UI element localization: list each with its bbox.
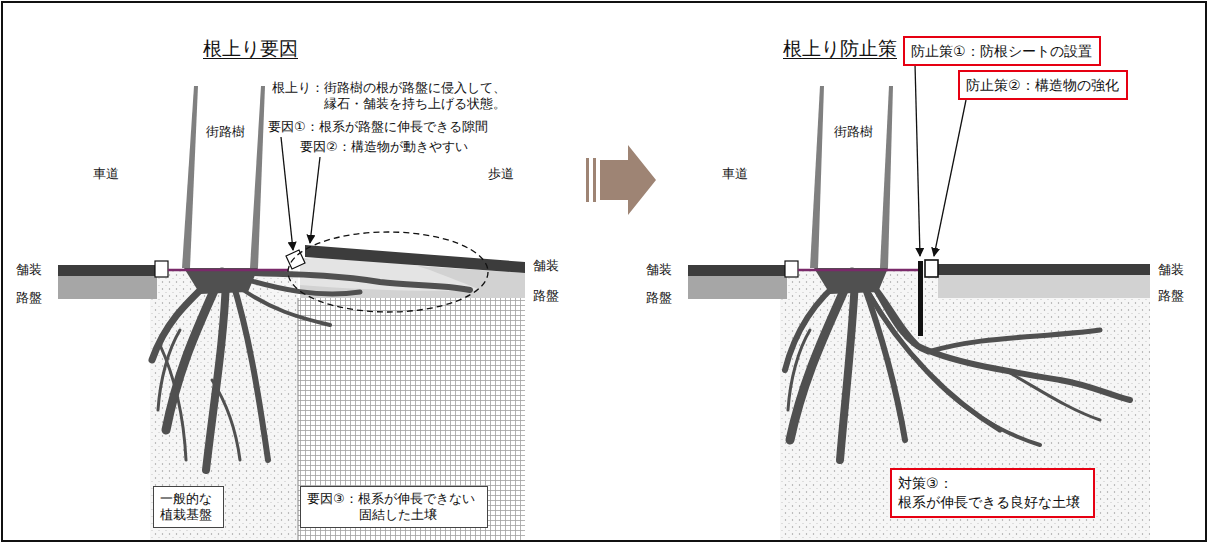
layer-label: 路盤 [646,290,672,306]
ground-surface [168,269,288,272]
arrow-stripe [593,158,596,202]
tree-label: 街路樹 [206,124,245,140]
tree-trunk [880,86,893,268]
planting-soil [150,270,298,540]
dashed-outline [288,232,488,312]
measure-box: 対策③： 根系が伸長できる良好な土壌 [890,468,1095,518]
roadbed [58,276,157,299]
pavement [938,264,1150,275]
curb [785,261,798,277]
tree-trunk [810,86,824,268]
root [868,292,1000,430]
lifted-pavement [305,245,525,273]
soil-boundary [298,298,299,540]
leader-arrow [934,100,966,256]
root-barrier-sheet [918,261,923,336]
transition-arrow [586,145,656,215]
root [788,330,810,410]
pavement [58,265,157,276]
root [866,288,1040,445]
root [160,345,186,460]
box-text: 防止策②：構造物の強化 [966,76,1119,94]
roots [152,272,470,470]
compacted-soil [298,298,525,540]
root-base [814,268,888,294]
reinforced-curb [925,260,938,277]
curb [155,261,168,277]
layer-label: 舗装 [16,262,42,278]
road-label: 車道 [722,166,748,182]
arrow-body [600,145,656,215]
roadbed [688,276,787,299]
root [206,280,226,470]
sidewalk-label: 歩道 [488,166,514,182]
layer-label: 路盤 [533,288,559,304]
root [236,285,330,325]
box-text: 防止策①：防根シートの設置 [911,42,1092,60]
root [876,290,1100,352]
roots [785,272,1130,460]
road-label: 車道 [93,166,119,182]
arrow-stripe [586,158,589,202]
box-text: 対策③： 根系が伸長できる良好な土壌 [898,474,1086,512]
cause-label: 要因②：構造物が動きやすい [300,139,468,155]
tree-trunk [250,86,265,268]
roadbed [938,275,1150,298]
root [238,277,360,294]
box-text: 要因③：根系が伸長できない 固結した土壌 [307,491,480,523]
layer-label: 舗装 [646,262,672,278]
measure-box: 防止策①：防根シートの設置 [903,36,1101,66]
box-text: 一般的な 植栽基盤 [160,491,216,523]
panel-title: 根上り要因 [203,36,298,60]
good-soil [780,270,1150,540]
root [1010,373,1100,420]
layer-label: 路盤 [16,290,42,306]
measure-box: 防止策②：構造物の強化 [958,70,1128,100]
root [232,280,268,460]
cause-box: 要因③：根系が伸長できない 固結した土壌 [300,486,488,528]
ground-surface [798,269,918,272]
cause-label: 要因①：根系が路盤に伸長できる隙間 [268,119,488,135]
root [212,380,240,460]
layer-label: 舗装 [1158,262,1184,278]
layer-label: 路盤 [1158,288,1184,304]
panel-title: 根上り防止策 [783,36,897,60]
leader-arrow [915,64,920,256]
leader-arrow [281,137,293,250]
root-base [184,268,258,294]
tree-trunk [182,86,198,268]
tree-label: 街路樹 [834,124,873,140]
root [840,280,855,460]
root [870,282,1130,400]
definition-note: 根上り：街路樹の根が路盤に侵入して、 縁石・舗装を持ち上げる状態。 [272,80,510,112]
pavement [688,265,787,276]
layer-label: 舗装 [533,258,559,274]
leader-arrow [310,157,320,243]
soil-label-box: 一般的な 植栽基盤 [153,486,224,528]
